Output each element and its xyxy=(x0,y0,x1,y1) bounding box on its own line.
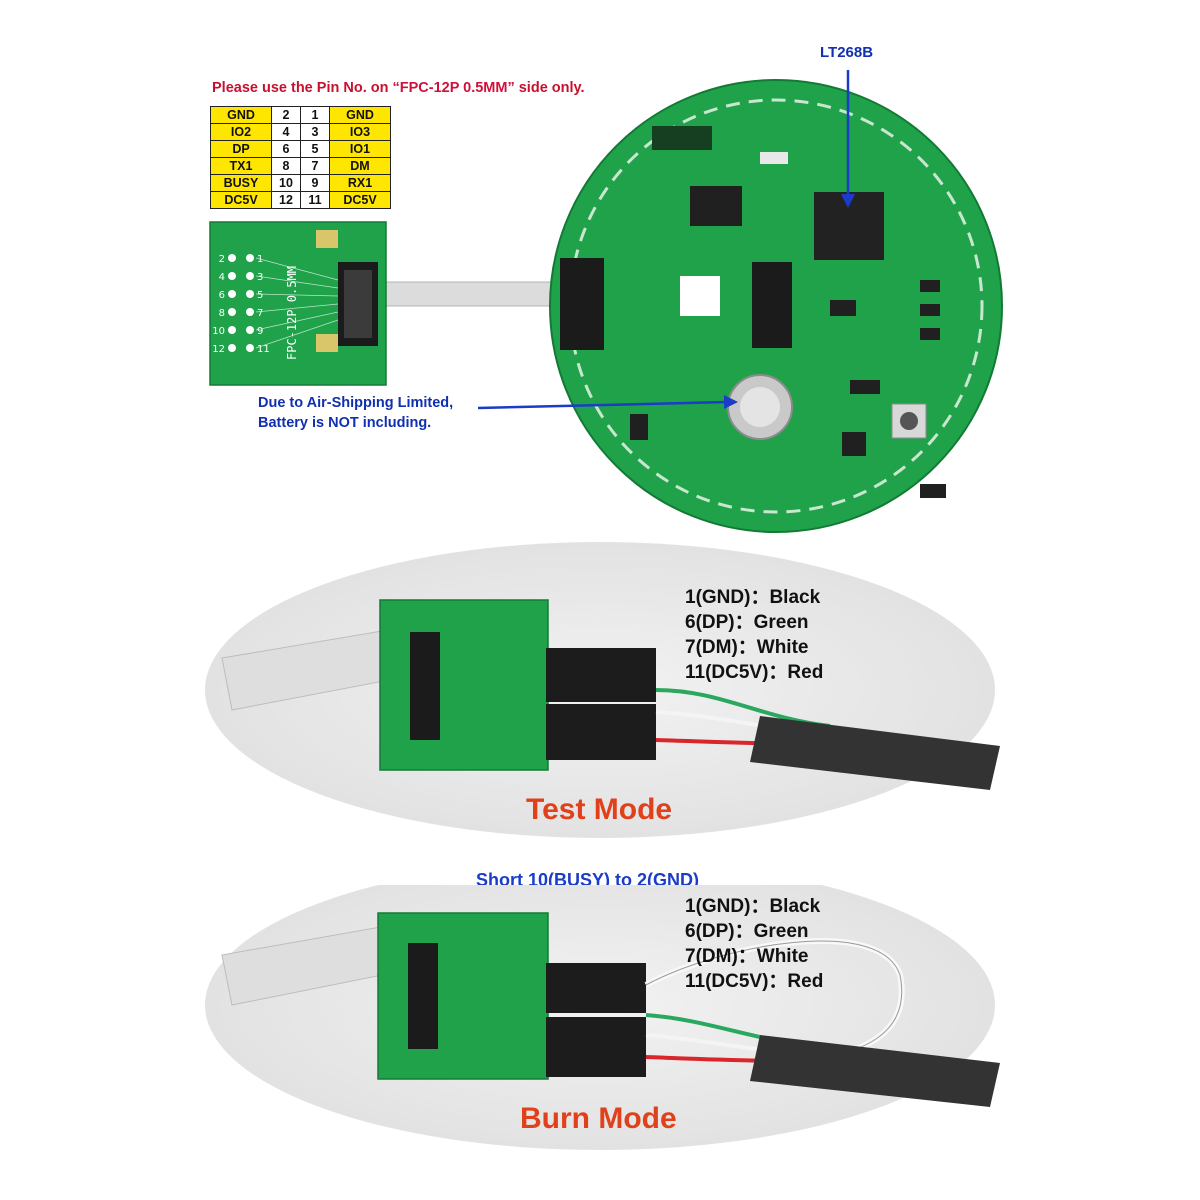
notice-highlight: “FPC-12P 0.5MM” xyxy=(392,80,515,96)
wire-item: 7(DM)：White xyxy=(685,637,809,658)
wire-item: 11(DC5V)：Red xyxy=(685,971,824,992)
pin-cell: 6 xyxy=(271,140,301,158)
header-pads xyxy=(652,126,712,150)
pin-cell: 3 xyxy=(300,123,330,141)
center-cutout xyxy=(680,276,720,316)
chip-label: LT268B xyxy=(820,44,874,61)
pin-cell: DC5V xyxy=(210,191,272,209)
dupont-connector xyxy=(546,648,656,702)
pin-usage-notice: Please use the Pin No. on “FPC-12P 0.5MM… xyxy=(212,80,585,96)
pin-cell: IO3 xyxy=(329,123,391,141)
top-hardware-figure: 2 4 6 8 10 12 1 3 5 7 9 11 FPC-12P 0.5MM xyxy=(209,70,1003,533)
pin-label: 4 xyxy=(219,272,225,283)
dupont-connector xyxy=(546,704,656,760)
pin-cell: DP xyxy=(210,140,272,158)
pin-label: 3 xyxy=(257,272,263,283)
fpc-adapter-board: 2 4 6 8 10 12 1 3 5 7 9 11 FPC-12P 0.5MM xyxy=(209,221,387,386)
ribbon-cable xyxy=(379,281,571,307)
wire-item: 6(DP)：Green xyxy=(685,612,809,633)
pin-label: 9 xyxy=(257,326,263,337)
pin-cell: IO1 xyxy=(329,140,391,158)
test-mode-wire-list: 1(GND)：Black 6(DP)：Green 7(DM)：White 11(… xyxy=(685,585,823,685)
adapter-board xyxy=(379,599,549,771)
adapter-pin-holes xyxy=(228,254,254,352)
dupont-connector xyxy=(546,963,646,1013)
pin-label: 8 xyxy=(219,308,225,319)
adapter-board xyxy=(377,912,549,1080)
wire-item: 1(GND)：Black xyxy=(685,587,821,608)
test-mode-figure xyxy=(205,542,1000,838)
fpc-connector xyxy=(408,943,438,1049)
pin-table: GND 2 1 GND IO2 4 3 IO3 DP 6 5 IO1 TX1 8… xyxy=(210,106,391,209)
pin-row: DP 6 5 IO1 xyxy=(210,140,391,158)
pin-row: DC5V 12 11 DC5V xyxy=(210,191,391,209)
fpc-socket-right xyxy=(752,262,792,348)
pin-label: 12 xyxy=(212,344,225,355)
flash-chip xyxy=(690,186,742,226)
notice-suffix: side only. xyxy=(514,80,585,96)
wire-item: 6(DP)：Green xyxy=(685,921,809,942)
burn-mode-wire-list: 1(GND)：Black 6(DP)：Green 7(DM)：White 11(… xyxy=(685,894,823,994)
fpc-connector xyxy=(410,632,440,740)
pin-label: 2 xyxy=(219,254,225,265)
battery-arrow-head xyxy=(724,395,738,409)
pin-label: 11 xyxy=(257,344,270,355)
adapter-silkscreen: FPC-12P 0.5MM xyxy=(285,266,299,360)
pin-cell: TX1 xyxy=(210,157,272,175)
pin-cell: 11 xyxy=(300,191,330,209)
wire-item: 7(DM)：White xyxy=(685,946,809,967)
battery-note-line: Due to Air-Shipping Limited, xyxy=(258,395,454,411)
fpc-socket-left xyxy=(560,258,604,350)
pin-label: 10 xyxy=(212,326,225,337)
pin-cell: 7 xyxy=(300,157,330,175)
pin-cell: DC5V xyxy=(329,191,391,209)
pin-label: 7 xyxy=(257,308,263,319)
pin-label: 1 xyxy=(257,254,263,265)
notice-prefix: Please use the Pin No. on xyxy=(212,80,393,96)
pin-label: 5 xyxy=(257,290,263,301)
chip-arrow-head xyxy=(841,194,855,208)
burn-mode-title: Burn Mode xyxy=(520,1102,677,1135)
test-mode-title: Test Mode xyxy=(526,793,673,826)
pin-row: BUSY 10 9 RX1 xyxy=(210,174,391,192)
battery-note-line: Battery is NOT including. xyxy=(258,415,432,431)
pin-cell: GND xyxy=(210,106,272,124)
pin-row: TX1 8 7 DM xyxy=(210,157,391,175)
wire-item: 1(GND)：Black xyxy=(685,896,821,917)
battery-note: Due to Air-Shipping Limited, Battery is … xyxy=(258,393,453,433)
pin-cell: 12 xyxy=(271,191,301,209)
pin-cell: GND xyxy=(329,106,391,124)
main-pcb-board xyxy=(549,79,1003,533)
usb-cable xyxy=(750,1035,1000,1107)
usb-cable xyxy=(750,716,1000,790)
dupont-connector xyxy=(546,1017,646,1077)
battery-arrow xyxy=(477,400,729,410)
wire-item: 11(DC5V)：Red xyxy=(685,662,824,683)
pin-label: 6 xyxy=(219,290,225,301)
pin-cell: 1 xyxy=(300,106,330,124)
burn-mode-figure xyxy=(205,885,1000,1150)
pin-cell: 8 xyxy=(271,157,301,175)
